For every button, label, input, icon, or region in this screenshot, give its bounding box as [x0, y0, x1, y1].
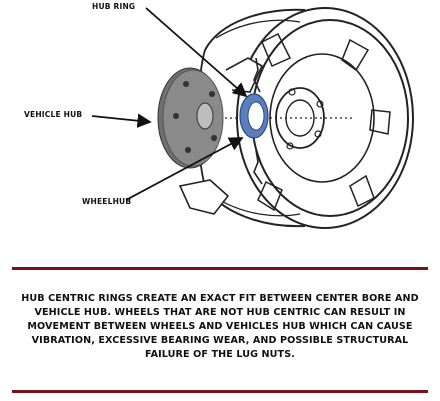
description-line: FAILURE OF THE LUG NUTS. — [145, 349, 295, 360]
divider-top — [12, 267, 428, 270]
description-line: HUB CENTRIC RINGS CREATE AN EXACT FIT BE… — [21, 293, 419, 304]
description-text: HUB CENTRIC RINGS CREATE AN EXACT FIT BE… — [0, 292, 440, 362]
divider-bottom — [12, 390, 428, 393]
wheelhub-arrow — [125, 137, 244, 201]
label-hub-ring: HUB RING — [92, 2, 135, 11]
label-vehicle-hub: VEHICLE HUB — [24, 110, 82, 119]
description-line: MOVEMENT BETWEEN WHEELS AND VEHICLES HUB… — [27, 321, 413, 332]
hub-ring-part — [239, 93, 269, 139]
description-line: VIBRATION, EXCESSIVE BEARING WEAR, AND P… — [31, 335, 409, 346]
hub-centric-ring-diagram: HUB RING VEHICLE HUB WHEELHUB — [24, 2, 414, 229]
description-line: VEHICLE HUB. WHEELS THAT ARE NOT HUB CEN… — [34, 307, 406, 318]
hub-ring-arrow — [145, 7, 248, 98]
label-wheelhub: WHEELHUB — [82, 197, 131, 206]
vehicle-hub-arrow — [91, 113, 152, 128]
vehicle-hub-part — [157, 67, 224, 169]
